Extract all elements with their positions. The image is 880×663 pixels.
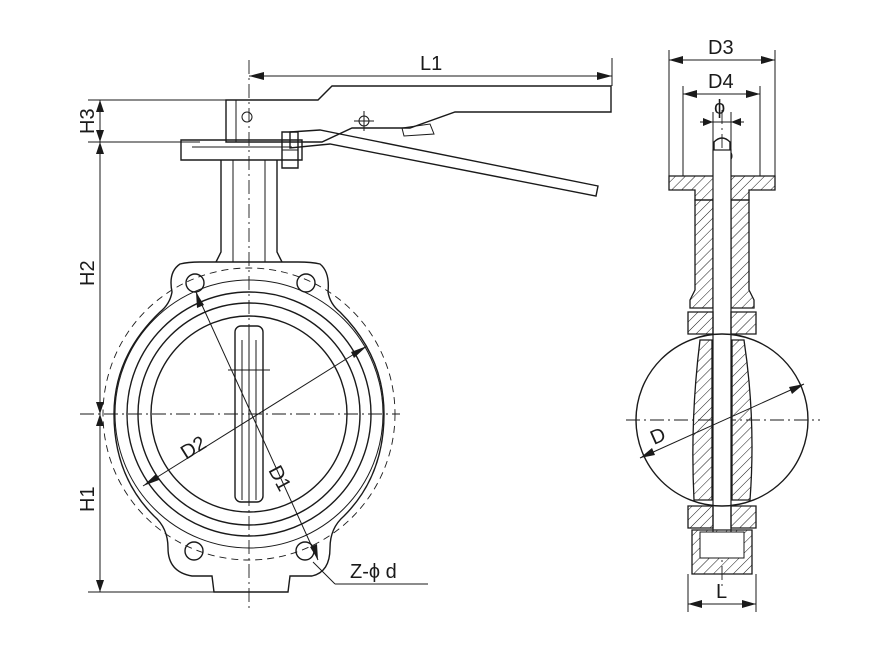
upper-bearing-right xyxy=(730,311,757,335)
dimension-D4: D4 xyxy=(682,71,761,176)
upper-bearing-left xyxy=(687,311,714,335)
dimension-H3: H3 xyxy=(77,99,226,143)
dimension-H1: H1 xyxy=(77,414,214,593)
side-neck-left xyxy=(689,199,714,309)
bolt-circle xyxy=(102,267,396,561)
label-D3: D3 xyxy=(708,37,734,59)
label-L: L xyxy=(716,581,727,603)
disc-stem xyxy=(228,325,270,503)
valve-body-outline xyxy=(113,261,385,593)
label-D: D xyxy=(647,424,669,450)
front-view: D2 D1 Z-ϕ d L1 xyxy=(77,53,613,612)
valve-neck xyxy=(215,160,283,263)
disc-section-right xyxy=(731,339,753,501)
label-D4: D4 xyxy=(708,71,734,93)
side-neck-right xyxy=(730,199,755,309)
label-H1: H1 xyxy=(77,486,99,512)
dimension-L: L xyxy=(687,574,757,612)
bottom-boss-bore xyxy=(699,531,745,559)
dimension-Z-phi-d: Z-ϕ d xyxy=(312,561,428,585)
seat-ring xyxy=(137,302,361,526)
lever-bolt xyxy=(281,131,299,169)
label-L1: L1 xyxy=(420,53,442,75)
disc-section-left xyxy=(692,339,713,501)
bolt-hole-bottom-left xyxy=(184,541,204,561)
flange-ring xyxy=(114,279,384,549)
disc-outline xyxy=(150,315,348,513)
dimension-L1: L1 xyxy=(249,53,613,86)
lower-bearing-left xyxy=(687,505,714,529)
label-H2: H2 xyxy=(77,260,99,286)
side-shaft xyxy=(712,149,732,551)
lever-handle xyxy=(225,85,612,197)
label-H3: H3 xyxy=(77,108,99,134)
lower-bearing-right xyxy=(730,505,757,529)
side-view: D3 D4 ϕ xyxy=(626,37,820,612)
outer-ring xyxy=(126,291,372,537)
dimension-phi: ϕ xyxy=(700,97,744,150)
dimension-D3: D3 xyxy=(668,37,776,176)
bolt-hole-top-right xyxy=(296,273,316,293)
label-D2: D2 xyxy=(177,432,210,464)
top-plate xyxy=(180,139,303,161)
side-disc-circle xyxy=(635,333,809,507)
bolt-hole-top-left xyxy=(185,273,205,293)
label-phi: ϕ xyxy=(714,97,725,119)
side-stem-top xyxy=(713,137,731,150)
label-D1: D1 xyxy=(264,462,295,495)
dimension-H2: H2 xyxy=(77,142,104,414)
label-Z-phi-d: Z-ϕ d xyxy=(350,561,397,583)
